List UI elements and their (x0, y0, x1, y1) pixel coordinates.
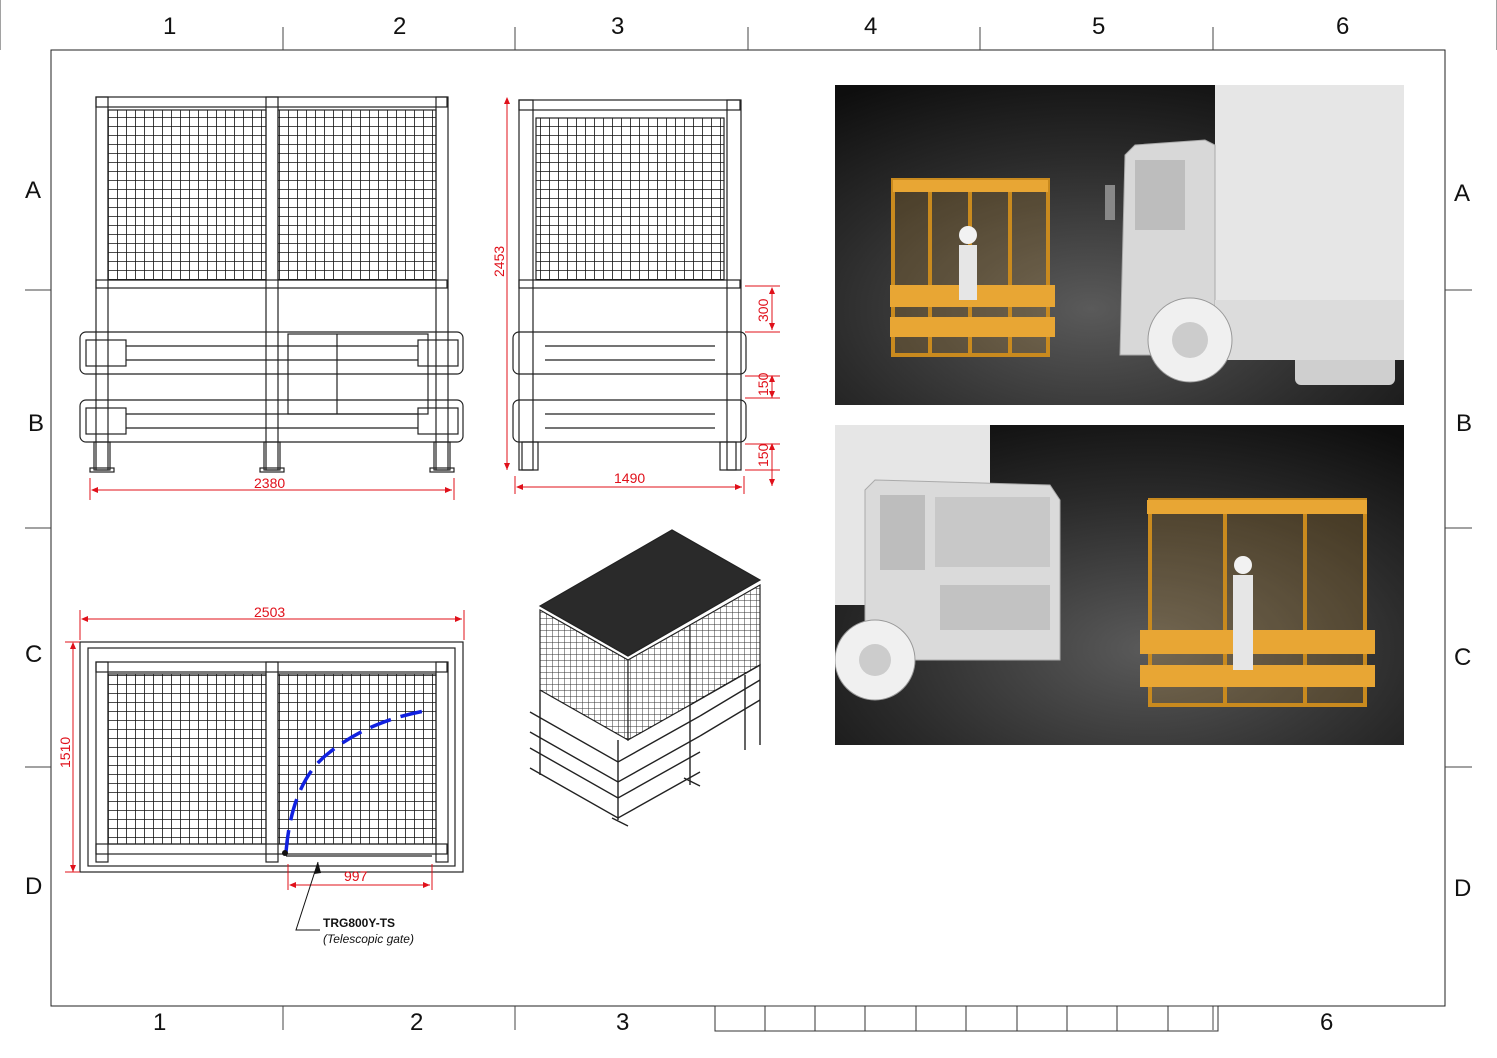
zone-bottom-col-1: 1 (153, 1009, 167, 1036)
zone-row-d-left: D (25, 873, 43, 900)
zone-row-c-left: C (25, 641, 43, 668)
zone-row-a-right: A (1454, 180, 1471, 207)
zone-col-2: 2 (393, 13, 407, 40)
zone-col-1: 1 (163, 13, 177, 40)
zone-row-c-right: C (1454, 644, 1472, 671)
zone-row-d-right: D (1454, 875, 1472, 902)
zone-bottom-col-2: 2 (410, 1009, 424, 1036)
zone-col-4: 4 (864, 13, 878, 40)
zone-col-3: 3 (611, 13, 625, 40)
zone-col-6: 6 (1336, 13, 1350, 40)
render-photo-cage-beside-truck (835, 85, 1404, 405)
zone-row-b-left: B (28, 410, 45, 437)
zone-bottom-col-6: 6 (1320, 1009, 1334, 1036)
zone-bottom-col-3: 3 (616, 1009, 630, 1036)
zone-row-a-left: A (25, 177, 42, 204)
zone-col-5: 5 (1092, 13, 1106, 40)
callout-description: (Telescopic gate) (323, 932, 414, 946)
callout-part-number: TRG800Y-TS (323, 916, 396, 930)
zone-row-b-right: B (1456, 410, 1473, 437)
render-photo-cage-with-gate (835, 425, 1404, 745)
